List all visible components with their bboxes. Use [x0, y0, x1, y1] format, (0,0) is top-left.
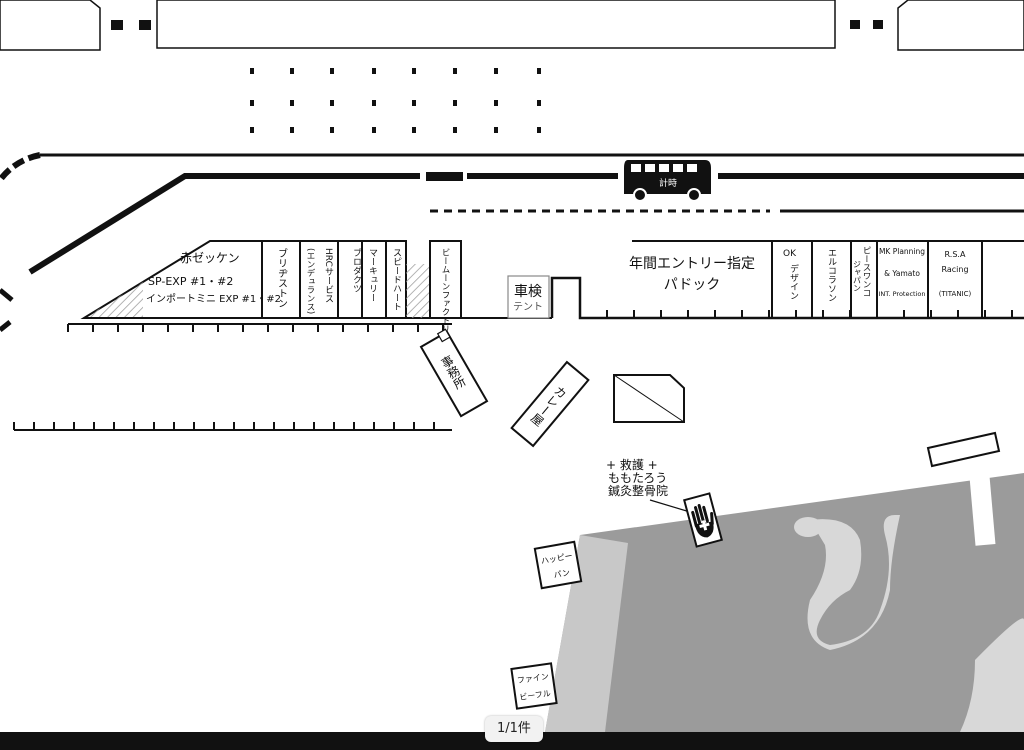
right-booths: OK デザイン エルコラソン ピースワンコ ジャパン MK Planning &… — [783, 246, 972, 302]
pit-row — [13, 240, 1024, 431]
booth-hrc-service: HRCサービス — [323, 248, 334, 303]
booth-mk-line1: MK Planning — [879, 247, 925, 256]
first-aid: + 救護 + ももたろう 鍼灸整骨院 — [606, 457, 723, 548]
booth-elcorazon: エルコラソン — [826, 248, 837, 302]
timing-bus: 計時 — [624, 160, 711, 202]
top-markers — [111, 20, 883, 30]
first-aid-icon — [683, 492, 723, 548]
booth-rsa-line2: Racing — [941, 265, 968, 274]
annual-paddock-line2: パドック — [664, 277, 720, 293]
timing-bus-label: 計時 — [659, 177, 677, 189]
pit-booth-labels: ブリヂストン (エンデュランス) HRCサービス ブロダクツ マーキュリー スピ… — [276, 247, 451, 342]
booth-ok-line1: OK — [783, 249, 797, 259]
fine-beef-line1: ファイン — [516, 672, 549, 685]
fine-beef-stall: ファイン ビーフル — [510, 662, 558, 710]
inspection-sub: テント — [513, 302, 543, 313]
office-building: 事務所 — [419, 328, 489, 418]
paddock-map: 計時 赤ゼッケン SP-EXP #1・#2 インポートミニ EXP #1・#2 — [0, 0, 1024, 732]
fine-beef-line2: ビーフル — [519, 689, 551, 702]
storage-box — [613, 374, 685, 423]
booth-bridgestone: ブリヂストン — [276, 247, 288, 308]
annual-paddock-line1: 年間エントリー指定 — [629, 256, 755, 272]
booth-endurance: (エンデュランス) — [305, 248, 315, 314]
right-small-box — [926, 431, 1001, 468]
booth-products: ブロダクツ — [351, 247, 362, 293]
akazekken-area: 赤ゼッケン SP-EXP #1・#2 インポートミニ EXP #1・#2 — [146, 251, 281, 305]
booth-rsa-line3: (TITANIC) — [939, 290, 972, 298]
booth-ok-line2: デザイン — [788, 263, 799, 300]
akazekken-line2: インポートミニ EXP #1・#2 — [146, 293, 281, 305]
akazekken-line1: SP-EXP #1・#2 — [148, 275, 233, 288]
course-lines — [0, 152, 1024, 332]
booth-mk-line2: & Yamato — [884, 269, 920, 278]
booth-mk-line3: INT. Protection — [879, 290, 926, 298]
annual-paddock: 年間エントリー指定 パドック — [629, 256, 755, 293]
booth-beamoon: ビームーンファクトリー — [440, 248, 450, 342]
inspection-title: 車検 — [514, 283, 542, 300]
top-buildings — [0, 0, 1024, 51]
inspection-tent: 車検 テント — [513, 283, 543, 313]
booth-peace-wanko-2: ジャパン — [853, 260, 862, 292]
first-aid-line1: + 救護 + — [606, 457, 658, 472]
first-aid-line2: ももたろう — [608, 471, 667, 485]
booth-rsa-line1: R.S.A — [945, 250, 966, 259]
parking-grid — [250, 68, 541, 133]
booth-peace-wanko-1: ピースワンコ — [861, 246, 871, 297]
first-aid-line3: 鍼灸整骨院 — [608, 483, 668, 498]
curry-stand: カレー屋 — [510, 360, 590, 448]
akazekken-title: 赤ゼッケン — [180, 251, 240, 265]
booth-speedheart: スピードハート — [391, 248, 402, 311]
gray-paddock — [545, 469, 1024, 732]
booth-mercury: マーキュリー — [367, 248, 377, 302]
happy-pan-stall: ハッピー パン — [533, 540, 583, 590]
happy-pan-line2: パン — [553, 568, 571, 580]
page-counter[interactable]: 1/1件 — [485, 716, 543, 742]
